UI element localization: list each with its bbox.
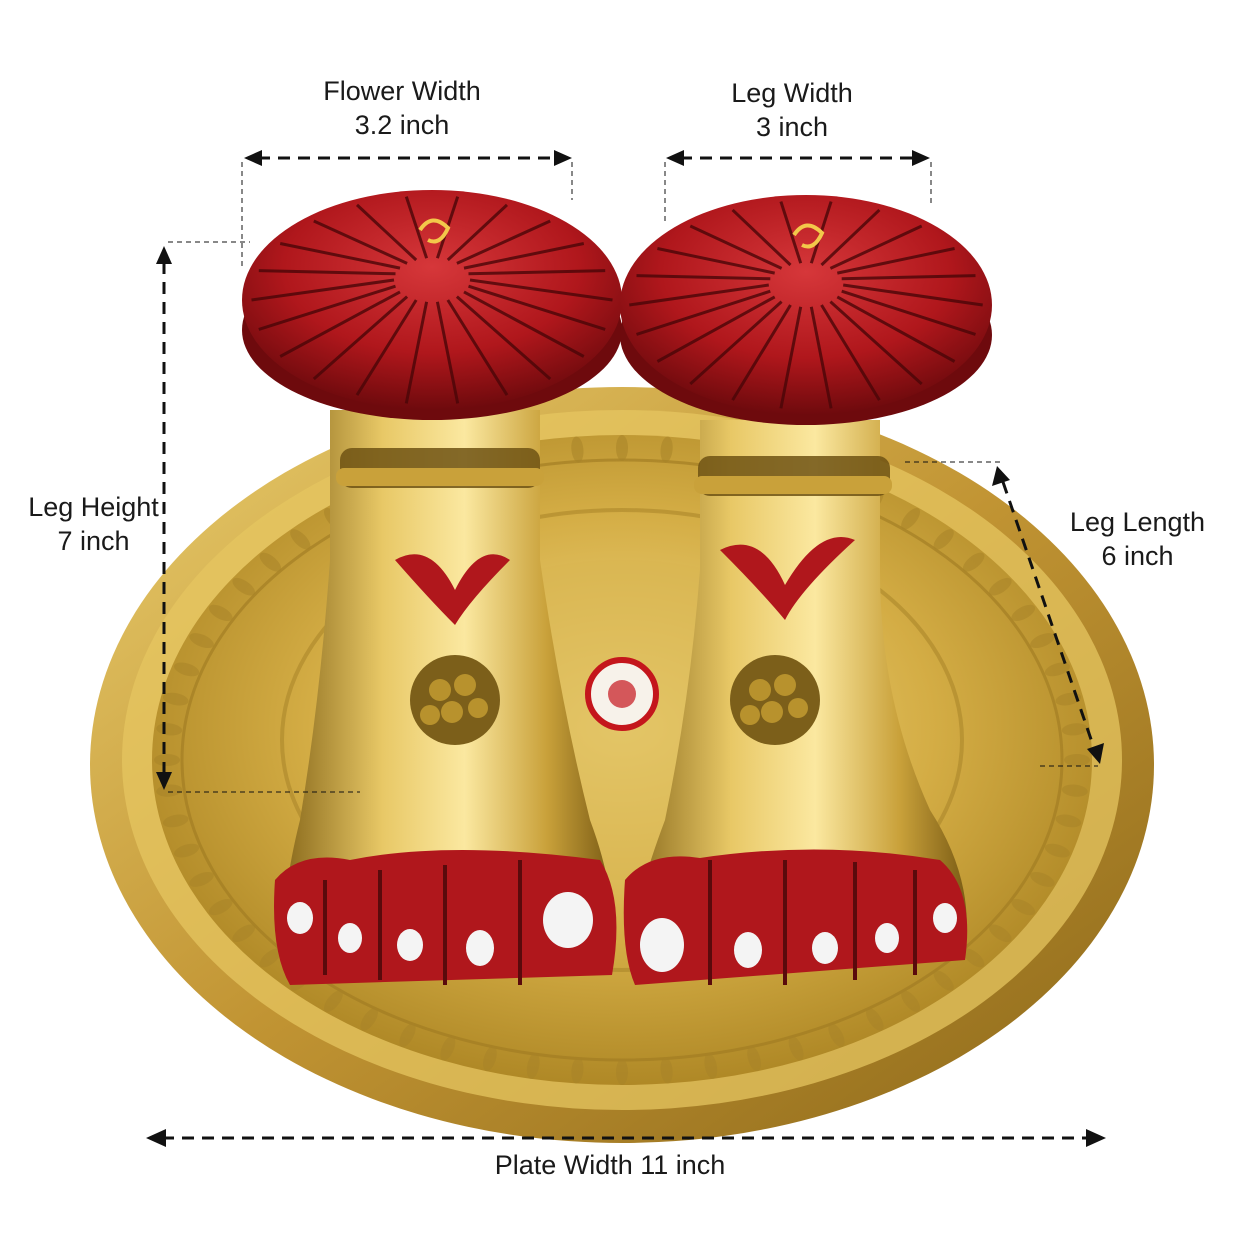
plate-width-label: Plate Width 11 inch: [400, 1148, 820, 1182]
left-paduka: [242, 190, 622, 985]
right-paduka: [620, 195, 992, 985]
leg-height-value: 7 inch: [57, 526, 130, 556]
leg-width-value: 3 inch: [755, 112, 829, 142]
left-flower-cap: [242, 190, 622, 410]
right-flower-cap: [620, 195, 992, 415]
leg-length-label: Leg Length 6 inch: [1050, 505, 1225, 573]
flower-width-name: Flower Width: [323, 76, 481, 106]
leg-length-name: Leg Length: [1069, 507, 1206, 537]
left-toenails: [287, 892, 593, 966]
leg-width-label: Leg Width 3 inch: [672, 76, 912, 144]
right-ankle-bells: [730, 655, 820, 745]
right-flower-motif: [720, 537, 855, 620]
dimension-lines: [146, 150, 1106, 1147]
leg-height-name: Leg Height: [28, 492, 159, 522]
plate-width-text: Plate Width 11 inch: [494, 1150, 726, 1180]
leg-width-name: Leg Width: [731, 78, 853, 108]
leg-length-line: [1001, 481, 1096, 749]
brass-plate: [90, 387, 1154, 1143]
left-flower-motif: [395, 554, 510, 625]
flower-width-label: Flower Width 3.2 inch: [262, 74, 542, 142]
leg-length-value: 6 inch: [1101, 541, 1174, 571]
flower-width-value: 3.2 inch: [354, 110, 450, 140]
right-toenails: [640, 903, 957, 972]
leg-height-label: Leg Height 7 inch: [6, 490, 181, 558]
left-ankle-bells: [410, 655, 500, 745]
